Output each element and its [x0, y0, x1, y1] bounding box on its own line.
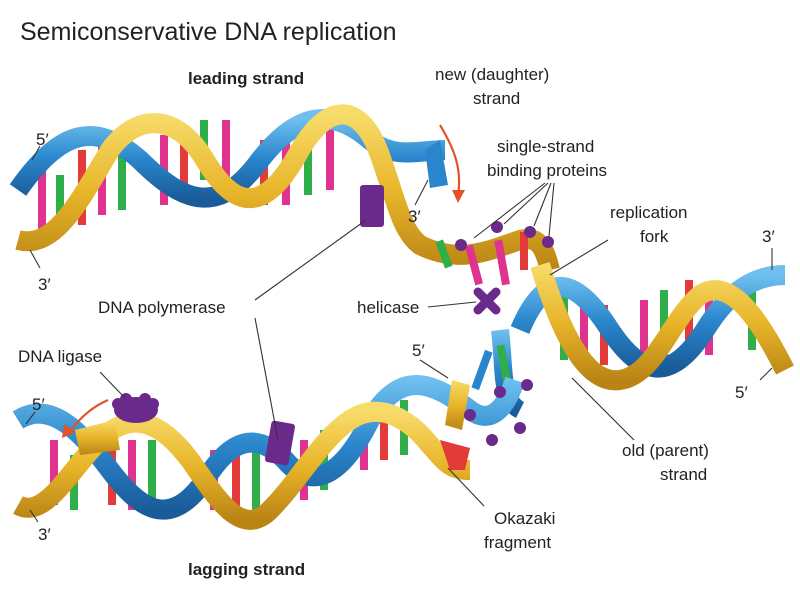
- top-left-5-end: 5′: [36, 130, 49, 149]
- okazaki-fragment: [445, 380, 470, 430]
- new-strand-label-line2: strand: [473, 89, 520, 108]
- dna-polymerase-leading: [360, 185, 384, 227]
- dna-polymerase-label: DNA polymerase: [98, 298, 226, 317]
- helicase-icon: [473, 287, 501, 315]
- new-strand-arrow: [439, 124, 465, 203]
- diagram-title: Semiconservative DNA replication: [20, 18, 397, 46]
- right-top-3-end: 3′: [762, 227, 775, 246]
- dna-ligase-icon: [112, 393, 159, 423]
- leading-strand-helix: [9, 104, 560, 273]
- bottom-left-5-end: 5′: [32, 395, 45, 414]
- ligase-arrow: [62, 398, 109, 438]
- replication-fork-label-line2: fork: [640, 227, 669, 246]
- parent-helix: [510, 262, 794, 391]
- ssb-label-line2: binding proteins: [487, 161, 607, 180]
- helicase-label: helicase: [357, 298, 419, 317]
- dna-polymerase-lagging: [265, 420, 295, 466]
- okazaki-label-line1: Okazaki: [494, 509, 555, 528]
- parent-gold-strand: [530, 262, 794, 391]
- ssb-label-line1: single-strand: [497, 137, 594, 156]
- bottom-left-3-end: 3′: [38, 525, 51, 544]
- top-left-3-end: 3′: [38, 275, 51, 294]
- okazaki-label-line2: fragment: [484, 533, 551, 552]
- dna-ligase-label: DNA ligase: [18, 347, 102, 366]
- replication-fork-label-line1: replication: [610, 203, 688, 222]
- old-strand-label-line1: old (parent): [622, 441, 709, 460]
- ssb-proteins: [455, 221, 554, 446]
- lagging-strand-label: lagging strand: [188, 560, 305, 579]
- new-strand-label-line1: new (daughter): [435, 65, 549, 84]
- lagging-strand-helix: [12, 375, 525, 530]
- leading-strand-label: leading strand: [188, 69, 304, 88]
- leading-new-strand: [15, 104, 560, 273]
- new-strand-3-end: 3′: [408, 207, 421, 226]
- lagging-5-end: 5′: [412, 341, 425, 360]
- right-bottom-5-end: 5′: [735, 383, 748, 402]
- leader-lines: [25, 145, 773, 523]
- old-strand-label-line2: strand: [660, 465, 707, 484]
